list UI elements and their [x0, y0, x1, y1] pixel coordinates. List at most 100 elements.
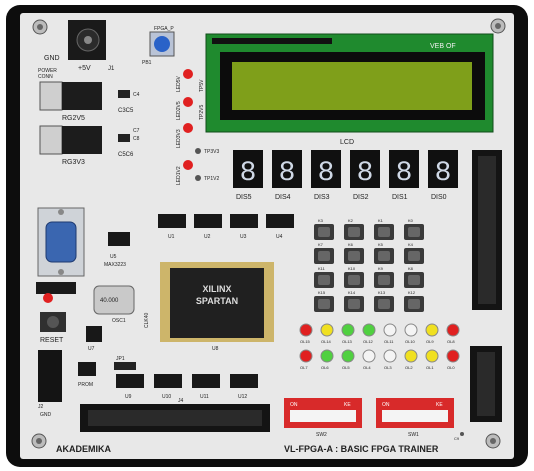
header-j6-right: [470, 346, 502, 422]
key-label: K8: [408, 266, 414, 271]
led-ol3: [383, 349, 397, 363]
board-title: VL-FPGA-A : BASIC FPGA TRAINER: [284, 444, 439, 454]
key-k14[interactable]: K14: [344, 290, 364, 312]
key-k15[interactable]: K15: [314, 290, 334, 312]
label-power: POWER: [38, 68, 57, 74]
label-rg2v5: RG2V5: [62, 115, 85, 122]
label-dis0: DIS0: [431, 194, 447, 201]
key-label: K15: [318, 290, 326, 295]
fpga-brand-spartan: SPARTAN: [196, 296, 238, 306]
label-tp2v5: TP2V5: [199, 104, 205, 120]
serial-db9-connector[interactable]: [37, 207, 85, 277]
dip-switch-sw2[interactable]: [284, 398, 362, 428]
label-c8: C8: [133, 136, 140, 142]
led-ol0: [446, 349, 460, 363]
jumper-jp1[interactable]: [114, 362, 136, 370]
label-rg3v3: RG3V3: [62, 159, 85, 166]
label-u1: U1: [168, 234, 175, 240]
led-ol13: [341, 323, 355, 337]
led-label: OL12: [363, 339, 374, 344]
label-u8: U8: [212, 346, 219, 352]
ic-u10: [154, 374, 182, 388]
key-label: K3: [318, 218, 324, 223]
key-label: K2: [348, 218, 354, 223]
label-dis4: DIS4: [275, 194, 291, 201]
led-label: OL11: [384, 339, 394, 344]
label-u9: U9: [125, 394, 132, 400]
lcd-screen: [232, 62, 472, 110]
ic-u3: [230, 214, 258, 228]
key-k7[interactable]: K7: [314, 242, 334, 264]
led-label: OL13: [342, 339, 353, 344]
key-label: K14: [348, 290, 356, 295]
key-k5[interactable]: K5: [374, 242, 394, 264]
ic-prom: [78, 362, 96, 376]
label-reset: RESET: [40, 337, 64, 344]
screw-top-right: [490, 18, 506, 34]
label-u3: U3: [240, 234, 247, 240]
label-crystal: 40.000: [100, 298, 119, 304]
label-tp5v: TP5V: [199, 79, 205, 92]
ic-u1: [158, 214, 186, 228]
regulator-2v5: [39, 81, 102, 111]
key-k1[interactable]: K1: [374, 218, 394, 240]
led-ol14: [320, 323, 334, 337]
key-label: K9: [378, 266, 384, 271]
key-label: K11: [318, 266, 326, 271]
key-k3[interactable]: K3: [314, 218, 334, 240]
label-tp1v2: TP1V2: [204, 176, 220, 182]
label-u5: U5: [110, 254, 117, 260]
key-label: K1: [378, 218, 384, 223]
reset-button[interactable]: [40, 312, 66, 332]
label-5v: +5V: [78, 65, 91, 72]
dip-switch-sw1[interactable]: [376, 398, 454, 428]
ic-u7: [86, 326, 102, 342]
label-u4: U4: [276, 234, 283, 240]
label-j2: J2: [38, 404, 44, 410]
label-fpga-p: FPGA_P: [154, 26, 174, 32]
label-tp3v3: TP3V3: [204, 149, 220, 155]
key-k11[interactable]: K11: [314, 266, 334, 288]
key-k10[interactable]: K10: [344, 266, 364, 288]
dip-sw1-on: ON: [382, 402, 390, 408]
led-label: OL10: [405, 339, 416, 344]
key-k9[interactable]: K9: [374, 266, 394, 288]
key-k2[interactable]: K2: [344, 218, 364, 240]
ic-u4: [266, 214, 294, 228]
label-c4: C4: [133, 92, 140, 98]
brand-akademika: AKADEMIKA: [56, 444, 111, 454]
key-k8[interactable]: K8: [404, 266, 424, 288]
screw-bottom-left: [31, 433, 47, 449]
display-dis0: 8: [428, 150, 458, 189]
key-k0[interactable]: K0: [404, 218, 424, 240]
led-label: OL5: [342, 365, 350, 370]
label-u11: U11: [200, 394, 209, 400]
lcd-module: [205, 33, 494, 133]
key-k6[interactable]: K6: [344, 242, 364, 264]
label-dis2: DIS2: [353, 194, 369, 201]
key-k13[interactable]: K13: [374, 290, 394, 312]
key-k12[interactable]: K12: [404, 290, 424, 312]
digit-dis2: 8: [357, 158, 374, 189]
key-k4[interactable]: K4: [404, 242, 424, 264]
screw-bottom-right: [485, 433, 501, 449]
label-pb1: PB1: [142, 60, 152, 66]
key-label: K12: [408, 290, 416, 295]
led-label: OL4: [363, 365, 371, 370]
led-ol11: [383, 323, 397, 337]
power-jack: [68, 20, 106, 60]
led-ol5: [341, 349, 355, 363]
fpga-program-button[interactable]: [149, 31, 175, 57]
led-label: OL9: [426, 339, 434, 344]
display-dis1: 8: [389, 150, 419, 189]
capacitor-c4: [118, 90, 130, 98]
key-label: K13: [378, 290, 386, 295]
label-jp1: JP1: [116, 356, 125, 362]
label-sw2: SW2: [316, 432, 327, 438]
label-u12: U12: [238, 394, 247, 400]
led-label: OL8: [447, 339, 455, 344]
label-dis1: DIS1: [392, 194, 408, 201]
label-led1v2: LED1V2: [176, 166, 182, 185]
